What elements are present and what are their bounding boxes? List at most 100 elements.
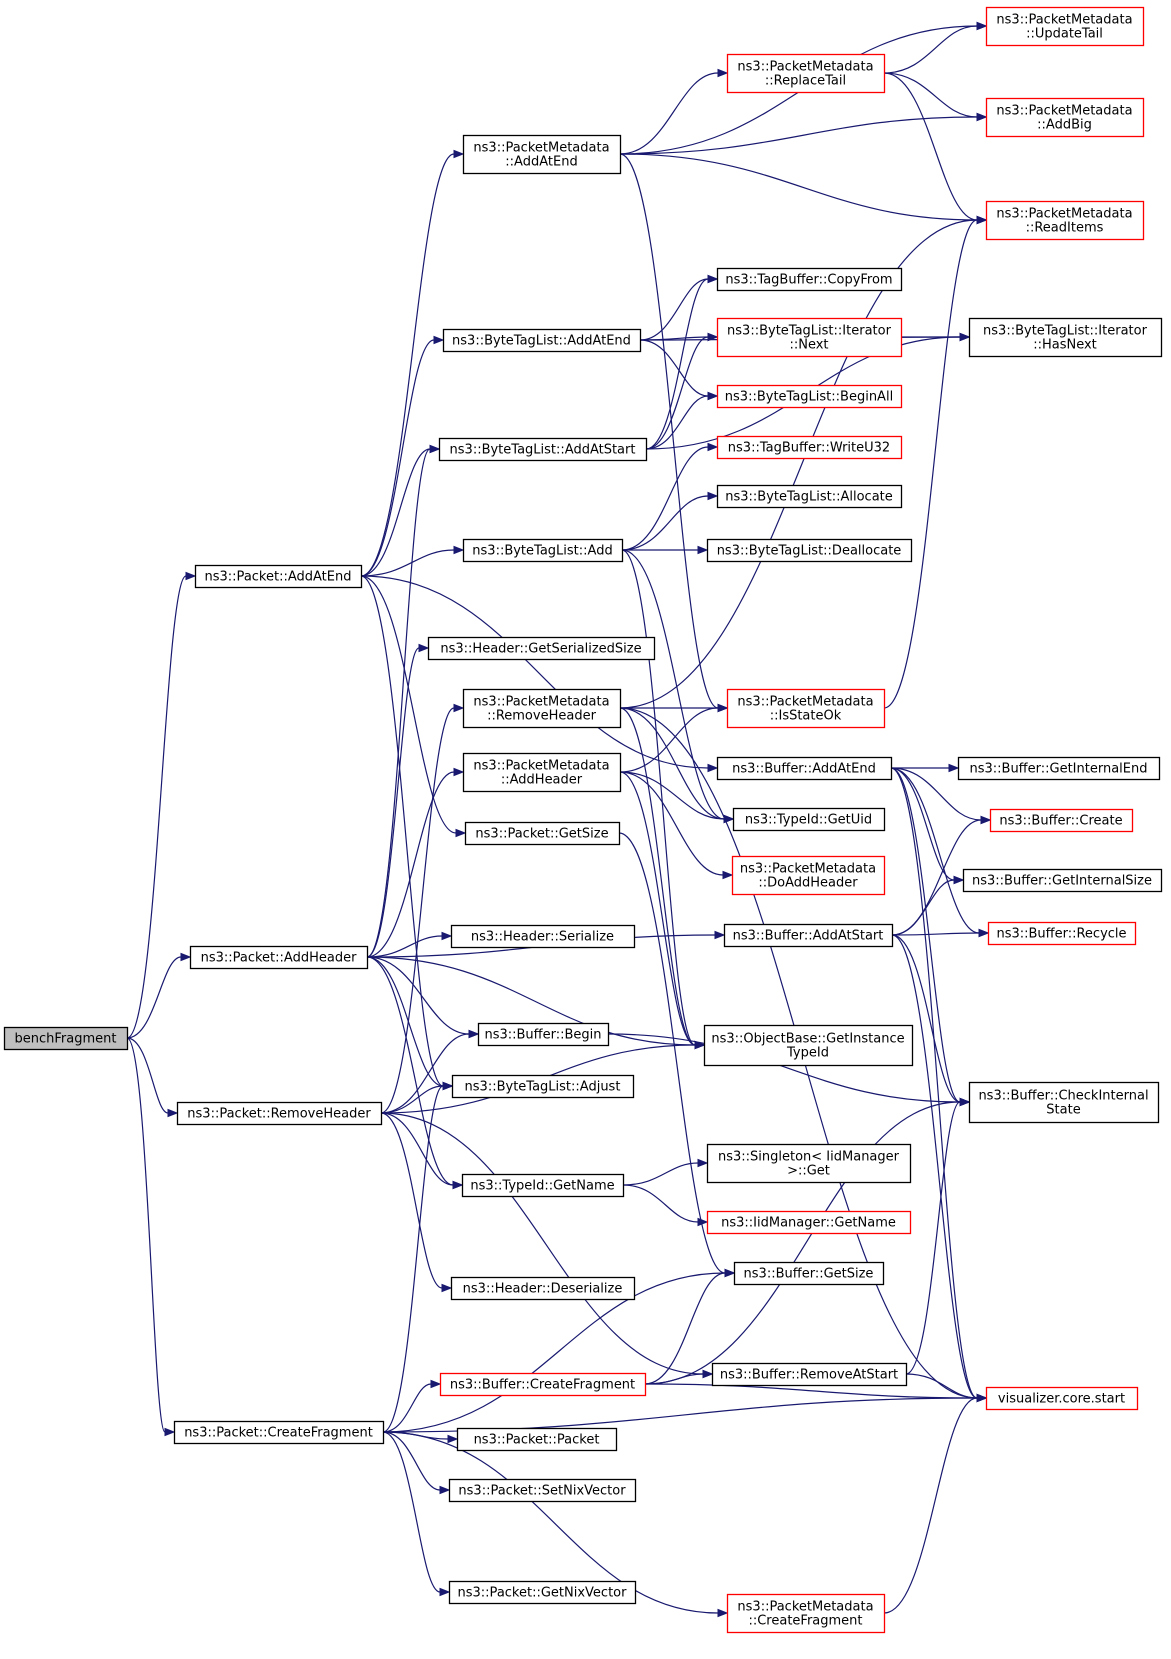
node-box <box>726 53 886 94</box>
node-benchFragment[interactable]: benchFragment <box>3 1026 129 1051</box>
node-label: ns3::ByteTagList::Deallocate <box>717 544 902 559</box>
node-label: ns3::Buffer::Begin <box>484 1028 601 1043</box>
node-pm_createFragment[interactable]: ns3::PacketMetadata::CreateFragment <box>726 1593 886 1634</box>
node-buf_getSize[interactable]: ns3::Buffer::GetSize <box>733 1261 885 1286</box>
node-box <box>957 756 1161 781</box>
node-label: ::UpdateTail <box>1026 27 1103 42</box>
node-pkt_setNixVector[interactable]: ns3::Packet::SetNixVector <box>448 1478 637 1503</box>
node-label: ns3::Buffer::AddAtStart <box>733 929 884 944</box>
node-pkt_addHeader[interactable]: ns3::Packet::AddHeader <box>189 945 369 970</box>
node-box <box>462 134 622 175</box>
node-btl_iterNext[interactable]: ns3::ByteTagList::Iterator::Next <box>716 317 903 358</box>
edge-pm_addAtEnd-to-pm_readItems <box>619 153 988 225</box>
node-box <box>731 855 886 896</box>
edge-pkt_addAtEnd-to-pm_addAtEnd <box>360 149 465 577</box>
node-label: ns3::ByteTagList::AddAtStart <box>450 443 636 458</box>
node-buf_getInternalEnd[interactable]: ns3::Buffer::GetInternalEnd <box>957 756 1161 781</box>
node-box <box>427 636 656 661</box>
node-pm_addAtEnd[interactable]: ns3::PacketMetadata::AddAtEnd <box>462 134 622 175</box>
node-viz_start[interactable]: visualizer.core.start <box>985 1386 1139 1411</box>
node-pm_doAddHeader[interactable]: ns3::PacketMetadata::DoAddHeader <box>731 855 886 896</box>
node-tb_writeU32[interactable]: ns3::TagBuffer::WriteU32 <box>716 435 903 460</box>
node-pm_addBig[interactable]: ns3::PacketMetadata::AddBig <box>985 97 1145 138</box>
node-pm_isStateOk[interactable]: ns3::PacketMetadata::IsStateOk <box>726 688 886 729</box>
node-singleton_get[interactable]: ns3::Singleton< IidManager>::Get <box>706 1143 912 1184</box>
node-box <box>450 924 636 949</box>
node-box <box>450 1276 636 1301</box>
node-box <box>451 1074 635 1099</box>
node-box <box>723 923 894 948</box>
node-label: ns3::ByteTagList::BeginAll <box>725 390 893 405</box>
node-pm_replaceTail[interactable]: ns3::PacketMetadata::ReplaceTail <box>726 53 886 94</box>
node-box <box>706 1143 912 1184</box>
node-label: ns3::Buffer::GetSize <box>744 1267 874 1282</box>
node-label: ns3::Buffer::GetInternalEnd <box>969 762 1147 777</box>
node-label: ns3::ByteTagList::Adjust <box>465 1080 621 1095</box>
node-iid_getName[interactable]: ns3::IidManager::GetName <box>706 1210 912 1235</box>
edge-pm_replaceTail-to-pm_updateTail <box>883 21 988 74</box>
node-pm_updateTail[interactable]: ns3::PacketMetadata::UpdateTail <box>985 6 1145 47</box>
node-pm_removeHeader[interactable]: ns3::PacketMetadata::RemoveHeader <box>462 688 622 729</box>
node-box <box>968 317 1163 358</box>
edge-buf_createFragment-to-buf_getSize <box>644 1268 736 1385</box>
node-label: ns3::Buffer::RemoveAtStart <box>720 1368 898 1383</box>
node-box <box>3 1026 129 1051</box>
node-label: ns3::PacketMetadata <box>740 862 876 877</box>
node-box <box>706 1210 912 1235</box>
node-pkt_createFragment[interactable]: ns3::Packet::CreateFragment <box>173 1420 385 1445</box>
edge-pkt_addHeader-to-pm_addHeader <box>366 767 465 958</box>
node-btl_add[interactable]: ns3::ByteTagList::Add <box>462 538 624 563</box>
node-pkt_packet[interactable]: ns3::Packet::Packet <box>456 1427 618 1452</box>
node-box <box>716 317 903 358</box>
node-buf_addAtStart[interactable]: ns3::Buffer::AddAtStart <box>723 923 894 948</box>
node-box <box>985 200 1145 241</box>
node-label: ns3::ByteTagList::Iterator <box>727 324 892 339</box>
node-box <box>962 868 1163 893</box>
node-btl_iterHasNext[interactable]: ns3::ByteTagList::Iterator::HasNext <box>968 317 1163 358</box>
edge-pkt_createFragment-to-viz_start <box>382 1393 988 1433</box>
edge-pm_removeHeader-to-tid_getUid <box>619 707 735 824</box>
node-btl_addAtStart[interactable]: ns3::ByteTagList::AddAtStart <box>438 437 648 462</box>
node-buf_createFragment[interactable]: ns3::Buffer::CreateFragment <box>439 1372 647 1397</box>
node-tid_getName[interactable]: ns3::TypeId::GetName <box>461 1173 625 1198</box>
node-btl_beginAll[interactable]: ns3::ByteTagList::BeginAll <box>716 384 903 409</box>
node-buf_removeAtStart[interactable]: ns3::Buffer::RemoveAtStart <box>711 1362 908 1387</box>
node-pkt_addAtEnd[interactable]: ns3::Packet::AddAtEnd <box>194 564 363 589</box>
edge-pkt_addHeader-to-hdr_getSerializedSize <box>366 643 430 958</box>
node-btl_allocate[interactable]: ns3::ByteTagList::Allocate <box>716 484 903 509</box>
node-pm_addHeader[interactable]: ns3::PacketMetadata::AddHeader <box>462 752 622 793</box>
node-pkt_removeHeader[interactable]: ns3::Packet::RemoveHeader <box>176 1101 383 1126</box>
node-tid_getUid[interactable]: ns3::TypeId::GetUid <box>732 807 886 832</box>
node-pkt_getNixVector[interactable]: ns3::Packet::GetNixVector <box>448 1580 637 1605</box>
node-pm_readItems[interactable]: ns3::PacketMetadata::ReadItems <box>985 200 1145 241</box>
node-buf_recycle[interactable]: ns3::Buffer::Recycle <box>987 921 1137 946</box>
edge-buf_addAtStart-to-buf_getInternalSize <box>891 875 965 936</box>
node-buf_begin[interactable]: ns3::Buffer::Begin <box>477 1022 610 1047</box>
node-buf_getInternalSize[interactable]: ns3::Buffer::GetInternalSize <box>962 868 1163 893</box>
node-label: ns3::IidManager::GetName <box>721 1216 896 1231</box>
node-btl_deallocate[interactable]: ns3::ByteTagList::Deallocate <box>706 538 913 563</box>
node-label: ::IsStateOk <box>770 709 842 724</box>
node-hdr_serialize[interactable]: ns3::Header::Serialize <box>450 924 636 949</box>
edge-buf_addAtStart-to-buf_checkInternalState <box>891 934 971 1107</box>
node-label: ns3::Buffer::GetInternalSize <box>972 874 1152 889</box>
node-buf_create[interactable]: ns3::Buffer::Create <box>989 808 1134 833</box>
edge-pm_removeHeader-to-ob_getInstanceTypeId <box>619 707 706 1050</box>
node-pkt_getSize[interactable]: ns3::Packet::GetSize <box>464 821 621 846</box>
node-hdr_getSerializedSize[interactable]: ns3::Header::GetSerializedSize <box>427 636 656 661</box>
edge-pm_addAtEnd-to-pm_addBig <box>619 112 988 155</box>
node-hdr_deserialize[interactable]: ns3::Header::Deserialize <box>450 1276 636 1301</box>
node-btl_adjust[interactable]: ns3::ByteTagList::Adjust <box>451 1074 635 1099</box>
edge-pkt_addAtEnd-to-pkt_getSize <box>360 575 467 838</box>
edge-buf_addAtStart-to-buf_recycle <box>891 928 990 938</box>
node-buf_addAtEnd[interactable]: ns3::Buffer::AddAtEnd <box>716 756 893 781</box>
node-tb_copyFrom[interactable]: ns3::TagBuffer::CopyFrom <box>716 267 903 292</box>
edge-pkt_addHeader-to-btl_addAtStart <box>366 444 441 958</box>
node-btl_addAtEnd[interactable]: ns3::ByteTagList::AddAtEnd <box>442 328 642 353</box>
node-box <box>448 1478 637 1503</box>
edge-btl_add-to-btl_allocate <box>621 491 719 551</box>
edge-pkt_removeHeader-to-pm_removeHeader <box>380 703 465 1114</box>
edge-pm_addHeader-to-ob_getInstanceTypeId <box>619 771 706 1050</box>
